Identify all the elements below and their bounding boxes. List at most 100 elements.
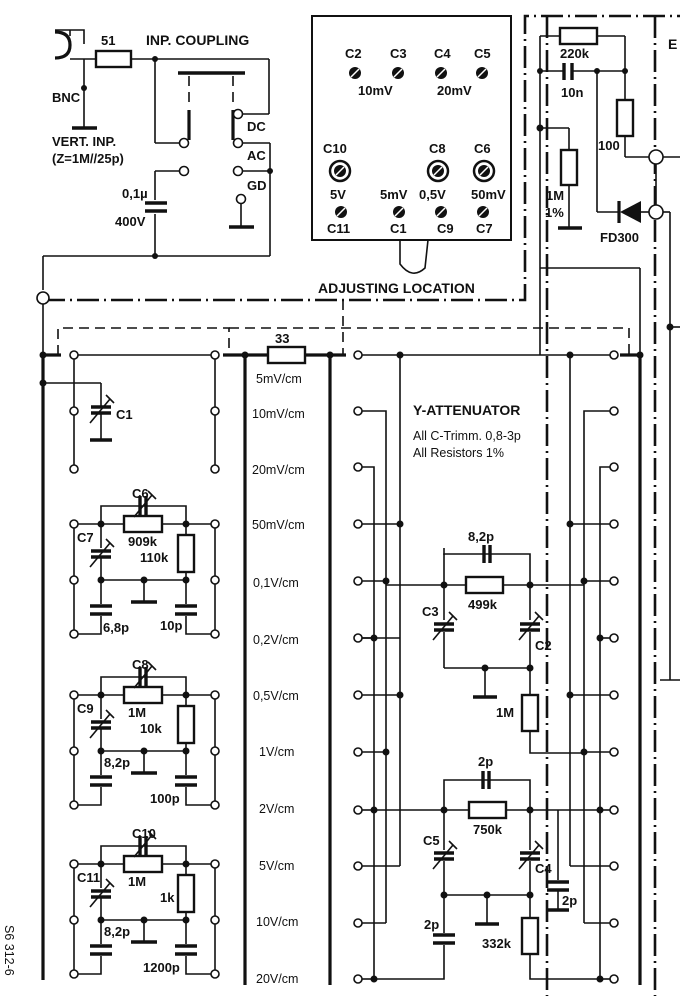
- switch-contact-left: [353, 805, 363, 815]
- trim-screw-c11[interactable]: [335, 206, 347, 218]
- resistor-series-3: [122, 854, 164, 874]
- trim-screw-c10[interactable]: [328, 159, 352, 183]
- trimmer-c5-label: C5: [423, 833, 440, 848]
- trimmer-top-label: C8: [132, 657, 149, 672]
- range-5v[interactable]: 5V/cm: [259, 859, 294, 873]
- resistor-shunt-value: 10k: [140, 721, 162, 736]
- resistor-33: [266, 345, 307, 365]
- trim-screw-c9[interactable]: [435, 206, 447, 218]
- resistor-note: All Resistors 1%: [413, 446, 504, 460]
- capacitor-8-2p-value: 8,2p: [468, 529, 494, 544]
- range-20v[interactable]: 20V/cm: [256, 972, 298, 986]
- range-0-2v[interactable]: 0,2V/cm: [253, 633, 299, 647]
- resistor-series-value: 909k: [128, 534, 158, 549]
- adj-c4-label: C4: [434, 46, 451, 61]
- trimmer-note: All C-Trimm. 0,8-3p: [413, 429, 521, 443]
- adj-c2-label: C2: [345, 46, 362, 61]
- output-section-label: E: [668, 36, 677, 52]
- coupling-gd-label: GD: [247, 178, 267, 193]
- trimmer-side-label: C7: [77, 530, 94, 545]
- trimmer-top-label: C6: [132, 486, 149, 501]
- switch-contact-right: [609, 747, 619, 757]
- trimmer-top-label: C10: [132, 826, 156, 841]
- input-node: [36, 291, 50, 305]
- switch-contact-left: [353, 519, 363, 529]
- switch-contact-left: [353, 462, 363, 472]
- range-10v[interactable]: 10V/cm: [256, 915, 298, 929]
- range-50mv[interactable]: 50mV/cm: [252, 518, 305, 532]
- switch-contact-left: [353, 918, 363, 928]
- range-10mv[interactable]: 10mV/cm: [252, 407, 305, 421]
- coupling-ac-label: AC: [247, 148, 266, 163]
- trimmer-c4-label: C4: [535, 861, 552, 876]
- switch-contact-left: [353, 974, 363, 984]
- trimmer-c1-label: C1: [116, 407, 133, 422]
- resistor-1m-output: [559, 148, 579, 187]
- range-2v[interactable]: 2V/cm: [259, 802, 294, 816]
- range-5mv[interactable]: 5mV/cm: [256, 372, 302, 386]
- resistor-shunt-1: [176, 533, 196, 574]
- range-20mv[interactable]: 20mV/cm: [252, 463, 305, 477]
- switch-contact-right: [609, 406, 619, 416]
- shield-boundary: [43, 14, 680, 302]
- range-0-1v[interactable]: 0,1V/cm: [253, 576, 299, 590]
- switch-contact-right: [609, 805, 619, 815]
- trimmer-c2-icon[interactable]: [517, 610, 545, 642]
- range-0-5v[interactable]: 0,5V/cm: [253, 689, 299, 703]
- trimmer-c1-icon[interactable]: [88, 393, 116, 425]
- adj-c1-label: C1: [390, 221, 407, 236]
- trim-screw-c2[interactable]: [349, 67, 361, 79]
- capacitor-2p-left-value: 2p: [424, 917, 439, 932]
- trim-screw-c6[interactable]: [472, 159, 496, 183]
- adj-c11-label: C11: [327, 221, 350, 236]
- attenuator-title: Y-ATTENUATOR: [413, 402, 520, 418]
- resistor-100-value: 100: [598, 138, 620, 153]
- switch-contact-right: [609, 519, 619, 529]
- capacitor-left-value: 6,8p: [103, 620, 129, 635]
- resistor-220k-value: 220k: [560, 46, 590, 61]
- trimmer-side-label: C11: [77, 870, 100, 885]
- input-impedance-label: (Z=1M//25p): [52, 151, 124, 166]
- diode-fd300-label: FD300: [600, 230, 639, 245]
- resistor-shunt-2: [176, 704, 196, 745]
- switch-contact-right: [609, 974, 619, 984]
- switch-contact-left: [353, 690, 363, 700]
- capacitor-2p-top-value: 2p: [478, 754, 493, 769]
- adj-c10-label: C10: [323, 141, 347, 156]
- switch-contact-left: [353, 747, 363, 757]
- right-section-499k: 8,2p 499k C3 C2 1M: [386, 529, 584, 754]
- adj-05v-label: 0,5V: [419, 187, 446, 202]
- coupling-cap-value: 0,1µ: [122, 186, 148, 201]
- resistor-499k-value: 499k: [468, 597, 498, 612]
- switch-contact-left: [353, 406, 363, 416]
- adj-50mv-label: 50mV: [471, 187, 506, 202]
- resistor-33-value: 33: [275, 331, 289, 346]
- adj-c9-label: C9: [437, 221, 454, 236]
- trim-screw-c5[interactable]: [476, 67, 488, 79]
- trim-screw-c3[interactable]: [392, 67, 404, 79]
- range-1v[interactable]: 1V/cm: [259, 745, 294, 759]
- adjusting-location-label: ADJUSTING LOCATION: [318, 280, 475, 296]
- resistor-series-value: 1M: [128, 705, 146, 720]
- trim-screw-c7[interactable]: [477, 206, 489, 218]
- trim-screw-c1[interactable]: [393, 206, 405, 218]
- range-labels: 5mV/cm 10mV/cm 20mV/cm 50mV/cm 0,1V/cm 0…: [252, 372, 305, 986]
- capacitor-10n-value: 10n: [561, 85, 583, 100]
- bnc-label: BNC: [52, 90, 81, 105]
- resistor-series-1: [122, 514, 164, 534]
- resistor-220k: [558, 26, 599, 46]
- output-stage: 220k 10n 100 1M 1%: [536, 26, 680, 681]
- adj-5v-label: 5V: [330, 187, 346, 202]
- adj-20mv-label: 20mV: [437, 83, 472, 98]
- trim-screw-c8[interactable]: [426, 159, 450, 183]
- trim-screw-c4[interactable]: [435, 67, 447, 79]
- adj-c3-label: C3: [390, 46, 407, 61]
- resistor-332k-value: 332k: [482, 936, 512, 951]
- left-section-c1: C1: [43, 359, 220, 474]
- adj-5mv-label: 5mV: [380, 187, 408, 202]
- capacitor-2p-right-value: 2p: [562, 893, 577, 908]
- capacitor-right-value: 1200p: [143, 960, 180, 975]
